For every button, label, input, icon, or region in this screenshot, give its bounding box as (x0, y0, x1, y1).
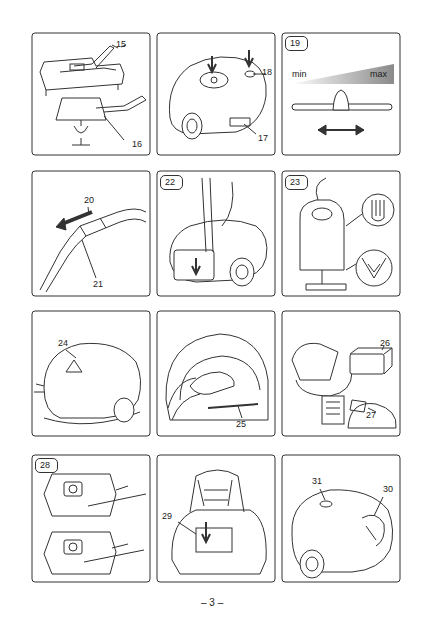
callout-number: 18 (262, 68, 272, 77)
callout-number: 30 (383, 485, 393, 494)
panel-number-box: 19 (285, 36, 308, 51)
panel-number-box: 22 (160, 175, 183, 190)
callout-number: 17 (258, 134, 268, 143)
callout-number: 15 (116, 40, 126, 49)
callout-number: min (292, 70, 307, 79)
page-number: – 3 – (201, 598, 223, 608)
panel-number: 28 (36, 459, 57, 472)
callout-number: 26 (380, 339, 390, 348)
panel-number-box: 28 (35, 458, 58, 473)
panel-number: 19 (286, 37, 307, 50)
callout-number: 20 (84, 196, 94, 205)
callout-number: 29 (162, 512, 172, 521)
callout-number: 27 (366, 411, 376, 420)
callout-number: 16 (132, 140, 142, 149)
panel-number: 23 (286, 176, 307, 189)
callout-number: 21 (93, 280, 103, 289)
panel-number-box: 23 (285, 175, 308, 190)
callout-number: 25 (236, 420, 246, 429)
callout-number: max (370, 70, 387, 79)
callout-number: 24 (58, 339, 68, 348)
panel-number: 22 (161, 176, 182, 189)
callout-number: 31 (312, 477, 322, 486)
